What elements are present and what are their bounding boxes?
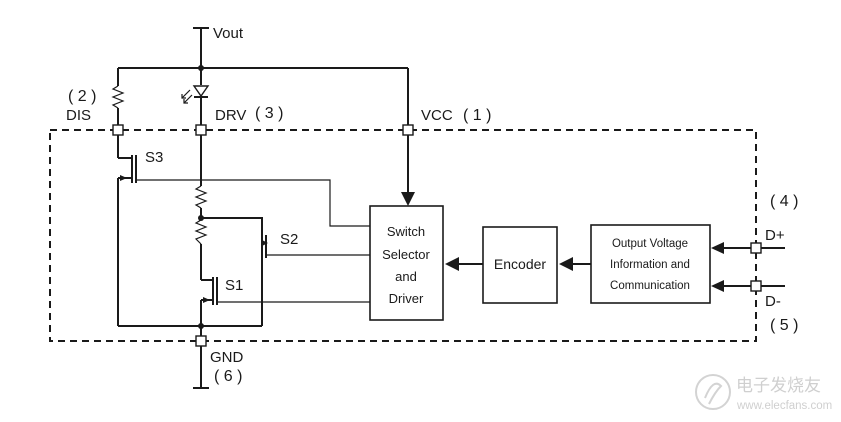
encoder-label: Encoder [494, 256, 546, 272]
watermark-cn: 电子发烧友 [736, 376, 821, 396]
drv-label: DRV [215, 107, 246, 124]
dis-number-label: ( 2 ) [68, 88, 96, 105]
dplus-arrow-icon [711, 242, 724, 254]
drv-number-label: ( 3 ) [255, 105, 283, 122]
drv-pin [195, 124, 207, 136]
dis-label: DIS [66, 107, 91, 124]
vcc-pin [402, 124, 414, 136]
vcc-arrow-icon [401, 192, 415, 206]
drv-resistor-bottom [194, 219, 208, 245]
gnd-number-label: ( 6 ) [214, 368, 242, 385]
dplus-number-label: ( 4 ) [770, 193, 798, 210]
s3-transistor [117, 135, 137, 326]
s1-transistor [200, 277, 218, 336]
dplus-label: D+ [765, 227, 785, 244]
switch-selector-line-2: Selector [382, 247, 430, 262]
watermark-url: www.elecfans.com [736, 400, 832, 412]
info-to-encoder-arrow-icon [559, 257, 573, 271]
switch-selector-block [369, 205, 444, 321]
s2-label: S2 [280, 231, 298, 248]
output-voltage-block [590, 224, 711, 304]
vcc-number-label: ( 1 ) [463, 107, 491, 124]
vout-terminal [193, 27, 209, 68]
ground-icon [193, 346, 209, 389]
dis-pin [112, 124, 124, 136]
s3-label: S3 [145, 149, 163, 166]
switch-selector-line-3: and [395, 269, 417, 284]
dminus-label: D- [765, 293, 781, 310]
switch-selector-line-4: Driver [389, 291, 424, 306]
vout-label: Vout [213, 25, 244, 42]
led-icon [181, 68, 210, 130]
drv-resistor-top [194, 185, 208, 209]
s2-transistor [201, 217, 268, 326]
output-voltage-line-2: Information and [610, 259, 690, 271]
encoder-to-driver-arrow-icon [445, 257, 459, 271]
dplus-pin [750, 242, 762, 254]
switch-selector-line-1: Switch [387, 224, 425, 239]
s1-label: S1 [225, 277, 243, 294]
gnd-label: GND [210, 349, 244, 366]
dis-resistor [111, 68, 125, 130]
dminus-number-label: ( 5 ) [770, 317, 798, 334]
encoder-block [482, 226, 558, 304]
output-voltage-line-3: Communication [610, 280, 690, 292]
dminus-pin [750, 280, 762, 292]
output-voltage-line-1: Output Voltage [612, 238, 688, 250]
vcc-label: VCC [421, 107, 453, 124]
dminus-arrow-icon [711, 280, 724, 292]
watermark-logo: 电子发烧友 www.elecfans.com [695, 374, 832, 412]
gnd-pin [195, 335, 207, 347]
